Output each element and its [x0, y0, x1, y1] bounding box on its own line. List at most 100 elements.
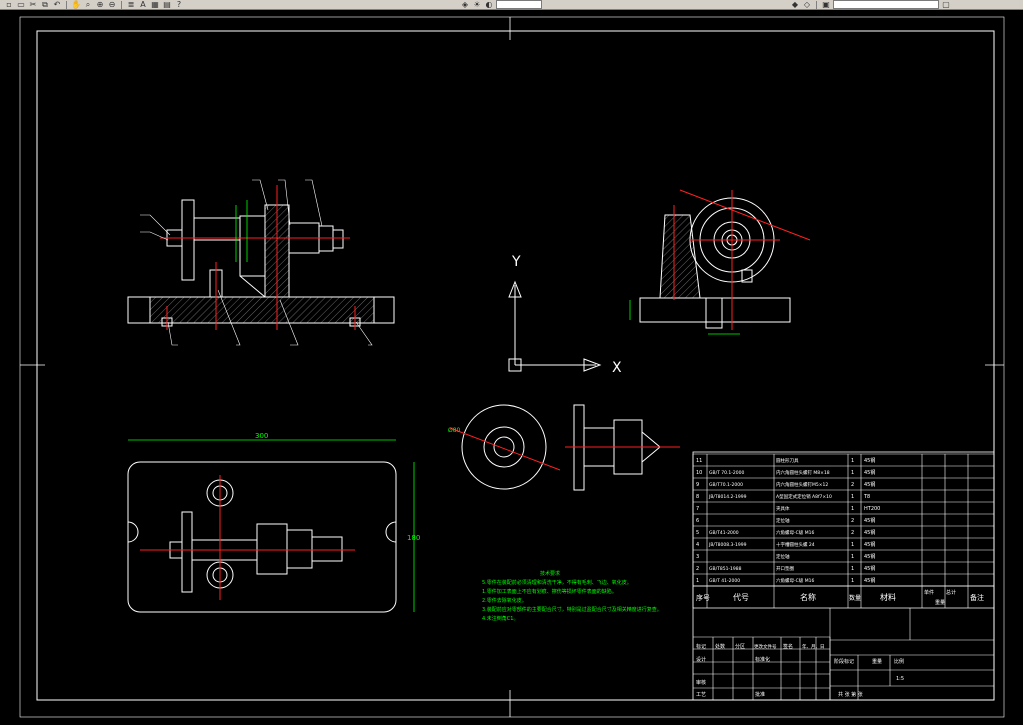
bom-code: GB/T41-2000: [709, 530, 739, 536]
side-view: [629, 189, 811, 335]
cad-drawing: Y X 300 180: [19, 16, 1005, 718]
bom-code: GB/T70.1-2000: [709, 482, 743, 488]
bom-name: 夹具体: [776, 505, 790, 512]
cut-icon[interactable]: ✂: [29, 0, 37, 9]
front-section-view: [127, 179, 395, 346]
tb-label: 标记: [696, 643, 706, 650]
open-icon[interactable]: ▭: [17, 0, 25, 9]
bom-name: 内六角圆柱头螺钉 M8×18: [776, 469, 830, 476]
properties-icon[interactable]: ≣: [127, 0, 135, 9]
undo-icon[interactable]: ↶: [53, 0, 61, 9]
tb-scale: 1:5: [896, 676, 904, 682]
style-icon[interactable]: ◆: [791, 0, 799, 9]
tech-line: 1.零件加工表面上不应有划痕、擦伤等损坏零件表面的缺陷。: [482, 589, 617, 595]
bom-code: GB/T 70.1-2000: [709, 470, 745, 476]
bom-header: 代号: [733, 592, 749, 602]
bom-no: 3: [696, 554, 699, 560]
bom-name: 开口垫圈: [776, 565, 794, 572]
centering-marks: [20, 17, 1004, 717]
bom-no: 6: [696, 518, 699, 524]
grid-icon[interactable]: ▦: [151, 0, 159, 9]
style-combo[interactable]: [833, 0, 939, 9]
bom-code: GB/T 41-2000: [709, 578, 740, 584]
zoom-icon[interactable]: ⌕: [85, 0, 91, 9]
tech-line: 5.零件在装配前必须清理和清洗干净，不得有毛刺、飞边、氧化皮。: [482, 580, 632, 586]
bom-no: 11: [696, 458, 702, 464]
tb-sheets: 共 张 第 张: [838, 691, 863, 698]
zoom-window-icon[interactable]: ⊕: [96, 0, 104, 9]
tb-label: 年、月、日: [802, 643, 825, 650]
top-view: 300 180: [127, 432, 420, 613]
layer-state-icon[interactable]: ☀: [473, 0, 481, 9]
bom-material: 45钢: [864, 517, 875, 524]
dim-width: 300: [255, 432, 268, 440]
bom-qty: 1: [851, 566, 854, 572]
style-tools: ◆ ◇ ▣ ▢: [790, 0, 951, 9]
tb-label: 重量: [872, 658, 882, 665]
bom-material: HT200: [864, 506, 880, 512]
bom-material: 45钢: [864, 553, 875, 560]
bom-name: 十字槽圆柱头螺 24: [776, 541, 815, 548]
tb-label: 签名: [783, 643, 793, 650]
bom-header: 数量: [849, 594, 861, 602]
bom-qty: 2: [851, 482, 854, 488]
bom-qty: 2: [851, 518, 854, 524]
bom-qty: 1: [851, 494, 854, 500]
bom-no: 8: [696, 494, 699, 500]
bom-name: 定位轴: [776, 553, 790, 560]
bom-name: 圆柱形刀具: [776, 457, 799, 464]
dim-style-icon[interactable]: ◇: [803, 0, 811, 9]
tb-label: 比例: [894, 658, 904, 665]
bom-header: 重量: [935, 599, 945, 606]
bom-header: 材料: [880, 592, 896, 602]
bom-no: 2: [696, 566, 699, 572]
layer-combo[interactable]: [496, 0, 542, 9]
detail-view: Ø80: [448, 404, 680, 491]
axis-y-label: Y: [511, 254, 521, 270]
tb-label: 标准化: [755, 656, 770, 663]
tb-label: 阶段标记: [834, 658, 854, 665]
bom-header: 总计: [946, 589, 956, 596]
pan-icon[interactable]: ✋: [71, 0, 81, 9]
copy-icon[interactable]: ⧉: [42, 0, 48, 9]
layer-tools: ◈ ☀ ◐: [460, 0, 542, 9]
bom-code: GB/T851-1988: [709, 566, 742, 572]
bom-material: 45钢: [864, 541, 875, 548]
close-icon[interactable]: ▢: [942, 0, 950, 9]
bom-name: 内六角圆柱头螺钉M5×12: [776, 481, 828, 488]
bom-no: 5: [696, 530, 699, 536]
bom-material: 45钢: [864, 577, 875, 584]
bom-material: 45钢: [864, 565, 875, 572]
bom-code: JB/T8014.2-1999: [708, 494, 747, 500]
plot-icon[interactable]: ▣: [822, 0, 830, 9]
bom-header: 名称: [800, 592, 816, 602]
table-icon[interactable]: ▤: [163, 0, 171, 9]
zoom-previous-icon[interactable]: ⊖: [108, 0, 116, 9]
bom-no: 4: [696, 542, 699, 548]
tb-label: 工艺: [696, 692, 706, 698]
dim-height: 180: [407, 534, 420, 542]
bom-qty: 1: [851, 470, 854, 476]
bom-name: 六角螺母-C级 M16: [776, 529, 814, 536]
tb-label: 分区: [735, 643, 745, 650]
layer-lock-icon[interactable]: ◐: [485, 0, 493, 9]
help-icon[interactable]: ?: [176, 0, 182, 9]
bom-header: 备注: [970, 593, 984, 602]
drawing-canvas[interactable]: Y X 300 180: [0, 10, 1023, 725]
bom-code: JB/T8008.3-1999: [708, 542, 747, 548]
text-icon[interactable]: A: [140, 0, 146, 9]
new-icon[interactable]: ▫: [6, 0, 12, 9]
tech-title: 技术要求: [540, 571, 561, 577]
layer-manager-icon[interactable]: ◈: [461, 0, 469, 9]
outer-border: [19, 16, 1005, 718]
bom-material: 45钢: [864, 469, 875, 476]
dim-diameter: Ø80: [448, 427, 461, 434]
bom-material: 45钢: [864, 529, 875, 536]
bom-qty: 1: [851, 506, 854, 512]
tech-line: 4.未注倒角C1。: [482, 616, 519, 622]
tb-label: 设计: [696, 656, 706, 663]
leader-lines: [140, 179, 373, 346]
bom-material: 45钢: [864, 457, 875, 464]
bom-header: 单件: [924, 589, 934, 596]
